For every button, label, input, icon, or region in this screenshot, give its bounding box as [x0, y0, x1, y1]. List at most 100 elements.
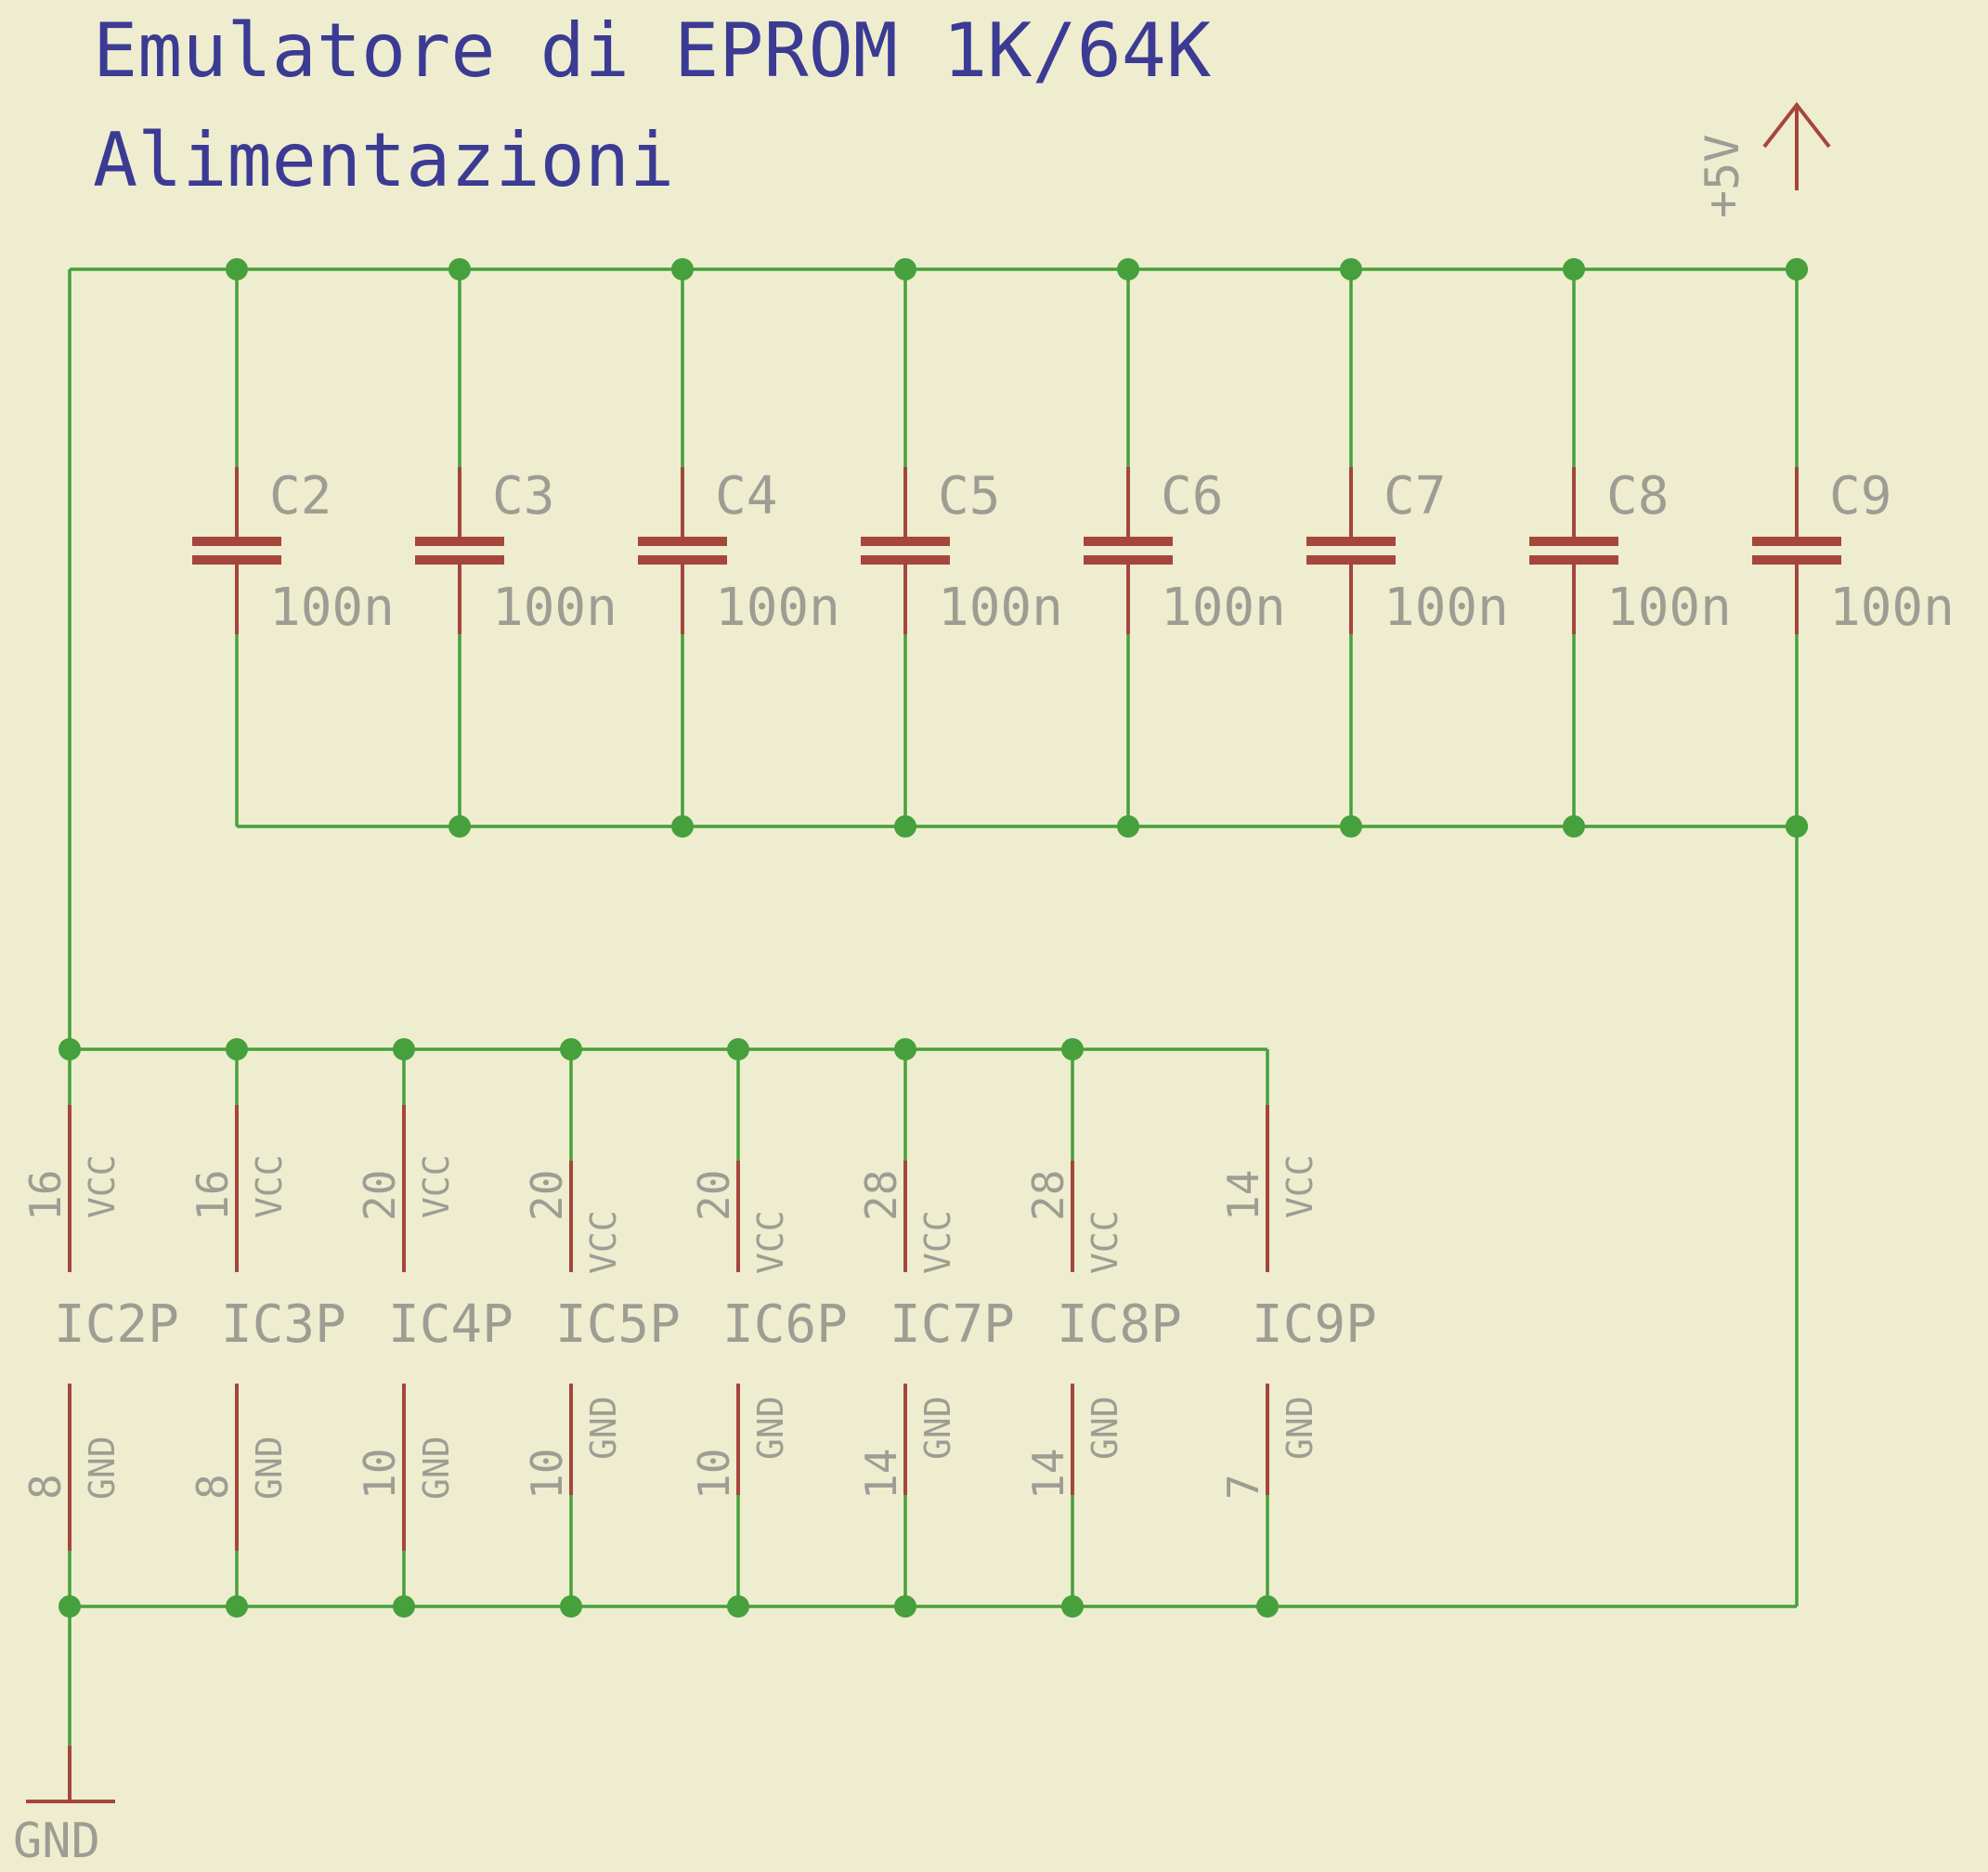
- capacitor-value: 100n: [492, 578, 617, 638]
- junction-dot: [448, 815, 471, 838]
- ic-name: IC5P: [555, 1294, 681, 1355]
- supply-arrow-icon: [1762, 101, 1831, 149]
- junction-dot: [1786, 815, 1808, 838]
- capacitor-c8: C8 100n: [1529, 269, 1732, 826]
- vcc-pin-label: VCC: [82, 1154, 123, 1218]
- gnd-pin-label: GND: [1085, 1396, 1125, 1460]
- capacitor-c7: C7 100n: [1306, 269, 1509, 826]
- gnd-pin-label: GND: [917, 1396, 958, 1460]
- junctions: [58, 258, 1808, 1618]
- junction-dot: [894, 815, 916, 838]
- gnd-pin-number: 14: [1023, 1449, 1073, 1500]
- vcc-pin-number: 16: [20, 1170, 71, 1221]
- junction-dot: [1340, 258, 1362, 280]
- junction-dot: [393, 1595, 415, 1618]
- junction-dot: [58, 1595, 81, 1618]
- junction-dot: [727, 1595, 749, 1618]
- junction-dot: [1340, 815, 1362, 838]
- ic-name: IC4P: [388, 1294, 513, 1355]
- ic-name: IC3P: [221, 1294, 346, 1355]
- junction-dot: [894, 258, 916, 280]
- vcc-pin-label: VCC: [583, 1210, 624, 1274]
- vcc-pin-label: VCC: [416, 1154, 457, 1218]
- junction-dot: [894, 1038, 916, 1060]
- gnd-pin-label: GND: [249, 1436, 290, 1500]
- vcc-pin-label: VCC: [1280, 1154, 1320, 1218]
- ground-label: GND: [13, 1814, 100, 1869]
- capacitor-bank: C2100nC3100nC4100nC5100nC6100nC7100nC810…: [192, 269, 1955, 826]
- ic-name: IC6P: [722, 1294, 848, 1355]
- capacitor-value: 100n: [715, 578, 840, 638]
- capacitor-value: 100n: [938, 578, 1063, 638]
- gnd-pin-number: 8: [20, 1474, 71, 1500]
- vcc-pin-label: VCC: [917, 1210, 958, 1274]
- schematic-subtitle: Alimentazioni: [93, 117, 674, 203]
- gnd-pin-number: 10: [355, 1449, 405, 1500]
- capacitor-c9: C9 100n: [1752, 466, 1955, 638]
- junction-dot: [560, 1595, 582, 1618]
- junction-dot: [393, 1038, 415, 1060]
- gnd-pin-label: GND: [416, 1436, 457, 1500]
- ic-ic4p: 20 VCC 10 GND IC4P: [355, 1049, 513, 1606]
- ic-name: IC8P: [1057, 1294, 1182, 1355]
- capacitor-ref: C9: [1829, 466, 1891, 526]
- capacitor-c3: C3 100n: [415, 269, 617, 826]
- junction-dot: [226, 1038, 248, 1060]
- junction-dot: [226, 258, 248, 280]
- ic-name: IC7P: [890, 1294, 1015, 1355]
- capacitor-ref: C8: [1606, 466, 1669, 526]
- capacitor-value: 100n: [1384, 578, 1509, 638]
- capacitor-value: 100n: [1161, 578, 1286, 638]
- junction-dot: [671, 258, 694, 280]
- junction-dot: [448, 258, 471, 280]
- junction-dot: [1061, 1595, 1084, 1618]
- ic-name: IC9P: [1252, 1294, 1377, 1355]
- vcc-pin-number: 20: [355, 1170, 405, 1221]
- junction-dot: [671, 815, 694, 838]
- capacitor-ref: C2: [269, 466, 331, 526]
- capacitor-value: 100n: [269, 578, 395, 638]
- junction-dot: [1563, 815, 1585, 838]
- vcc-pin-number: 16: [188, 1170, 238, 1221]
- capacitor-ref: C4: [715, 466, 777, 526]
- vcc-pin-label: VCC: [1085, 1210, 1125, 1274]
- junction-dot: [1786, 258, 1808, 280]
- junction-dot: [1061, 1038, 1084, 1060]
- capacitor-c4: C4 100n: [638, 269, 840, 826]
- ground-symbol: GND: [13, 1746, 115, 1869]
- junction-dot: [894, 1595, 916, 1618]
- capacitor-ref: C7: [1384, 466, 1446, 526]
- junction-dot: [560, 1038, 582, 1060]
- junction-dot: [1117, 815, 1139, 838]
- capacitor-c6: C6 100n: [1084, 269, 1286, 826]
- junction-dot: [1117, 258, 1139, 280]
- gnd-pin-label: GND: [583, 1396, 624, 1460]
- schematic-title: Emulatore di EPROM 1K/64K: [93, 7, 1211, 94]
- gnd-pin-label: GND: [750, 1396, 791, 1460]
- junction-dot: [1563, 258, 1585, 280]
- capacitor-value: 100n: [1829, 578, 1955, 638]
- gnd-pin-label: GND: [1280, 1396, 1320, 1460]
- gnd-pin-number: 7: [1218, 1474, 1268, 1500]
- supply-label: +5V: [1696, 135, 1749, 218]
- gnd-pin-label: GND: [82, 1436, 123, 1500]
- vcc-pin-number: 20: [522, 1170, 572, 1221]
- gnd-pin-number: 10: [689, 1449, 739, 1500]
- capacitor-ref: C6: [1161, 466, 1223, 526]
- wires: [68, 267, 1799, 1746]
- capacitor-ref: C3: [492, 466, 554, 526]
- gnd-pin-number: 10: [522, 1449, 572, 1500]
- vcc-pin-number: 28: [856, 1170, 906, 1221]
- vcc-pin-number: 20: [689, 1170, 739, 1221]
- capacitor-c2: C2 100n: [192, 269, 395, 826]
- capacitor-value: 100n: [1606, 578, 1732, 638]
